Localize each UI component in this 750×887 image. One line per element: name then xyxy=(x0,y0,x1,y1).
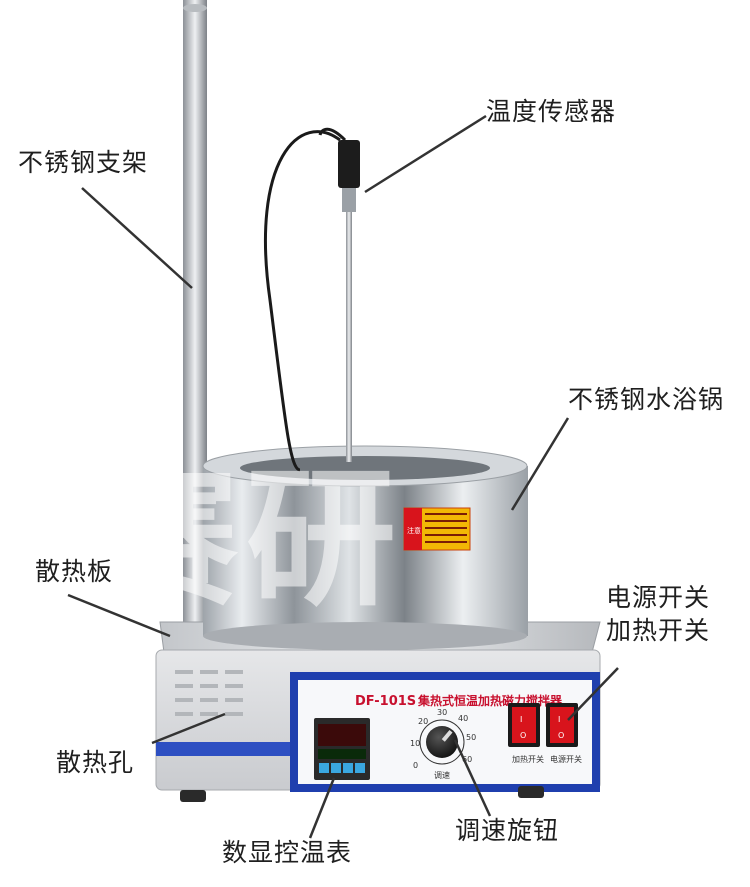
power-switch-label: 电源开关 xyxy=(550,754,582,764)
sensor-head xyxy=(338,140,360,188)
water-bath-pot: 注意 xyxy=(202,445,528,650)
watermark: 赛研 xyxy=(88,453,405,627)
switch-off-symbol: O xyxy=(558,731,564,740)
switch-on-symbol: I xyxy=(558,715,560,724)
heat-switch[interactable]: I O xyxy=(508,703,540,747)
switch-off-symbol: O xyxy=(520,731,526,740)
product-name-label: 集热式恒温加热磁力搅拌器 xyxy=(417,693,563,708)
model-label: DF-101S xyxy=(355,694,416,709)
callout-sensor: 温度传感器 xyxy=(486,97,617,126)
vent-slots xyxy=(175,670,243,716)
sensor-cable xyxy=(264,130,341,472)
dial-mark-50: 50 xyxy=(466,733,476,742)
dial-mark-30: 30 xyxy=(437,708,447,717)
power-switch[interactable]: I O xyxy=(546,703,578,747)
callout-bath: 不锈钢水浴锅 xyxy=(568,385,725,414)
callout-switches-line1: 电源开关 xyxy=(606,583,711,612)
heat-switch-label: 加热开关 xyxy=(512,754,544,764)
dial-mark-10: 10 xyxy=(410,739,420,748)
callout-display: 数显控温表 xyxy=(222,838,353,867)
callout-plate: 散热板 xyxy=(35,557,114,586)
callout-vents: 散热孔 xyxy=(56,748,135,777)
warning-title: 注意 xyxy=(407,526,421,535)
dial-mark-20: 20 xyxy=(418,717,428,726)
dial-mark-40: 40 xyxy=(458,714,468,723)
speed-dial[interactable]: 0 10 20 30 40 50 60 调速 xyxy=(410,708,476,780)
switch-on-symbol: I xyxy=(520,715,522,724)
digital-controller[interactable] xyxy=(314,718,370,780)
dial-mark-60: 60 xyxy=(462,755,472,764)
sensor-probe xyxy=(346,212,352,462)
dial-mark-0: 0 xyxy=(413,761,418,770)
callout-knob: 调速旋钮 xyxy=(455,816,560,845)
callout-switches-line2: 加热开关 xyxy=(606,616,711,645)
knob-panel-label: 调速 xyxy=(434,771,450,780)
callout-stand: 不锈钢支架 xyxy=(18,148,149,177)
